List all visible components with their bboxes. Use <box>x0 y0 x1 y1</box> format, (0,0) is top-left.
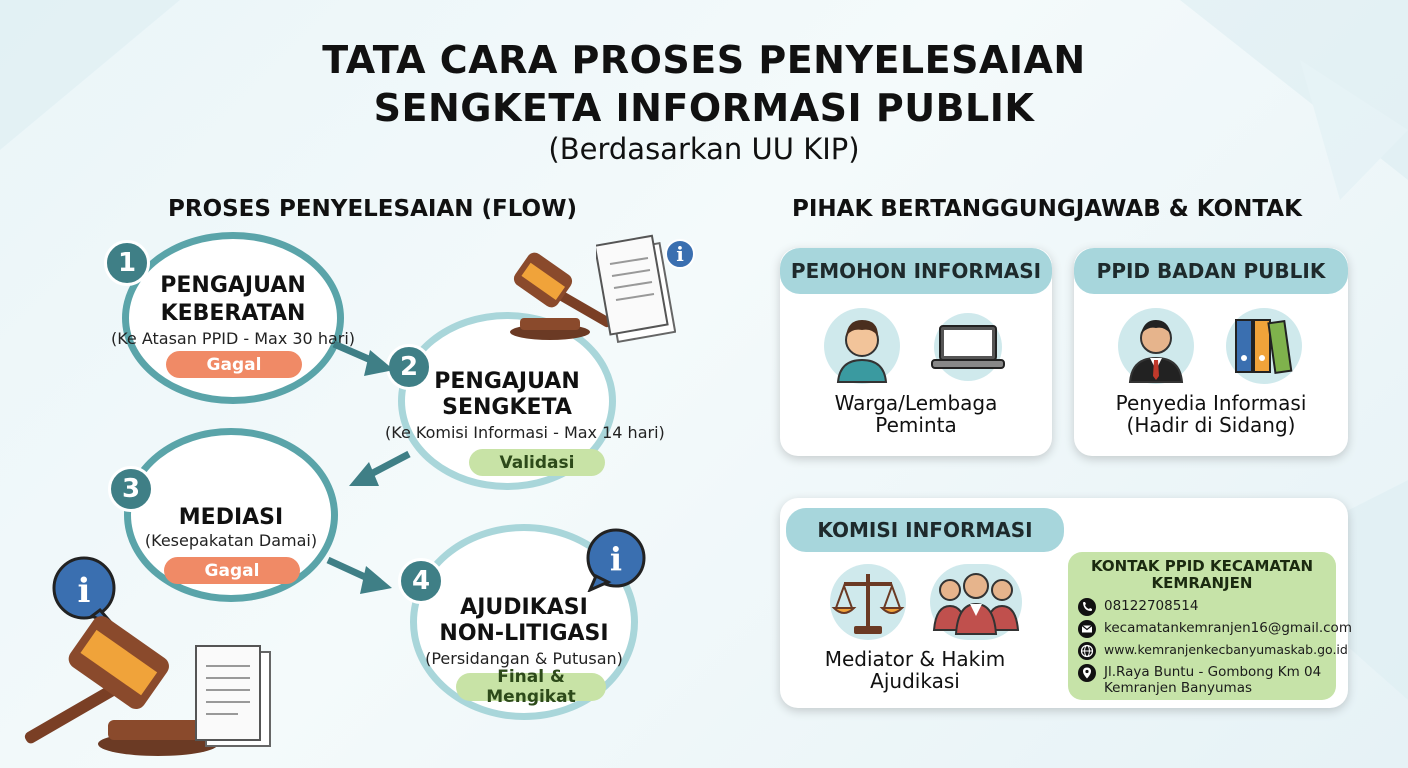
svg-text:i: i <box>78 571 91 611</box>
card-komisi-header: KOMISI INFORMASI <box>786 508 1064 552</box>
contact-phone[interactable]: 08122708514 <box>1104 598 1199 614</box>
page-title-line2: SENGKETA INFORMASI PUBLIK <box>373 86 1035 130</box>
step-2-number: 2 <box>386 344 432 390</box>
card-ppid-label-line2: (Hadir di Sidang) <box>1126 413 1296 437</box>
email-icon <box>1078 620 1096 638</box>
location-pin-icon <box>1078 664 1096 682</box>
citizen-avatar-icon <box>824 308 900 384</box>
step-3-number: 3 <box>108 466 154 512</box>
step-4-status-badge: Final & Mengikat <box>456 667 606 707</box>
step-2-detail: (Ke Komisi Informasi - Max 14 hari) <box>385 423 665 442</box>
step-1-number: 1 <box>104 240 150 286</box>
arrow-step1-to-step2 <box>332 340 394 376</box>
parties-heading: PIHAK BERTANGGUNGJAWAB & KONTAK <box>792 196 1302 222</box>
card-komisi-label-line2: Ajudikasi <box>870 669 960 693</box>
step-1-title-line1: PENGAJUAN <box>160 273 306 298</box>
gavel-icon <box>510 252 612 340</box>
info-icon: i <box>665 239 695 269</box>
step-1-status-badge: Gagal <box>166 351 302 378</box>
svg-text:i: i <box>676 242 684 266</box>
step-3-title-line1: MEDIASI <box>178 505 284 530</box>
step-2-status-badge: Validasi <box>469 449 605 476</box>
contact-website-row: www.kemranjenkecbanyumaskab.go.id <box>1078 642 1348 660</box>
card-pemohon-label-line2: Peminta <box>875 413 957 437</box>
contact-box: KONTAK PPID KECAMATAN KEMRANJEN 08122708… <box>1068 552 1352 700</box>
card-pemohon-header: PEMOHON INFORMASI <box>780 248 1052 294</box>
phone-icon <box>1078 598 1096 616</box>
contact-address-row: Jl.Raya Buntu - Gombong Km 04 Kemranjen … <box>1078 664 1321 696</box>
step-1-detail: (Ke Atasan PPID - Max 30 hari) <box>110 329 356 348</box>
arrow-step2-to-step3 <box>349 450 411 486</box>
step-2-title-line1: PENGAJUAN <box>434 369 580 394</box>
contact-address-line1: Jl.Raya Buntu - Gombong Km 04 <box>1104 664 1322 680</box>
card-ppid: PPID BADAN PUBLIK Penyedia Informasi (Ha… <box>1074 248 1348 456</box>
document-icon <box>195 645 271 747</box>
contact-title-line1: KONTAK PPID KECAMATAN <box>1090 557 1314 575</box>
scales-icon <box>830 564 906 640</box>
document-icon <box>596 234 676 344</box>
card-komisi: KOMISI INFORMASI Mediator & Hakim Ajudik… <box>780 498 1352 708</box>
laptop-icon <box>928 312 1008 382</box>
flow-step-2: PENGAJUAN SENGKETA (Ke Komisi Informasi … <box>385 312 665 490</box>
card-ppid-label-line1: Penyedia Informasi <box>1115 391 1307 415</box>
step-4-title-line1: AJUDIKASI <box>460 595 588 620</box>
flow-step-3: MEDIASI (Kesepakatan Damai) Gagal <box>124 428 338 602</box>
globe-icon <box>1078 642 1096 660</box>
arrow-step3-to-step4 <box>326 556 392 594</box>
step-4-title-line2: NON-LITIGASI <box>439 621 609 646</box>
card-pemohon-label-line1: Warga/Lembaga <box>834 391 998 415</box>
binders-icon <box>1226 308 1302 384</box>
card-komisi-label-line1: Mediator & Hakim <box>824 647 1006 671</box>
flow-step-1: PENGAJUAN KEBERATAN (Ke Atasan PPID - Ma… <box>111 232 355 404</box>
flow-heading: PROSES PENYELESAIAN (FLOW) <box>168 196 577 222</box>
contact-website[interactable]: www.kemranjenkecbanyumaskab.go.id <box>1104 642 1348 657</box>
info-bubble-icon: i <box>586 528 646 592</box>
gavel-icon <box>24 616 218 756</box>
svg-text:i: i <box>610 540 622 578</box>
step-1-title-line2: KEBERATAN <box>160 301 306 326</box>
card-pemohon: PEMOHON INFORMASI Warga/Lembaga Peminta <box>780 248 1052 456</box>
step-3-detail: (Kesepakatan Damai) <box>144 531 318 550</box>
contact-phone-row: 08122708514 <box>1078 598 1198 616</box>
page-subtitle: (Berdasarkan UU KIP) <box>548 132 860 166</box>
step-4-number: 4 <box>398 558 444 604</box>
page-title-line1: TATA CARA PROSES PENYELESAIAN <box>322 38 1086 82</box>
flow-step-4: AJUDIKASI NON-LITIGASI (Persidangan & Pu… <box>410 524 638 720</box>
contact-email-row: kecamatankemranjen16@gmail.com <box>1078 620 1352 638</box>
step-3-status-badge: Gagal <box>164 557 300 584</box>
contact-address-line2: Kemranjen Banyumas <box>1104 680 1253 696</box>
step-4-detail: (Persidangan & Putusan) <box>425 649 623 668</box>
judges-panel-icon <box>930 564 1022 640</box>
step-2-title-line2: SENGKETA <box>442 395 572 420</box>
contact-title-line2: KEMRANJEN <box>1151 574 1253 592</box>
card-ppid-header: PPID BADAN PUBLIK <box>1074 248 1348 294</box>
contact-email[interactable]: kecamatankemranjen16@gmail.com <box>1104 620 1352 636</box>
official-avatar-icon <box>1118 308 1194 384</box>
